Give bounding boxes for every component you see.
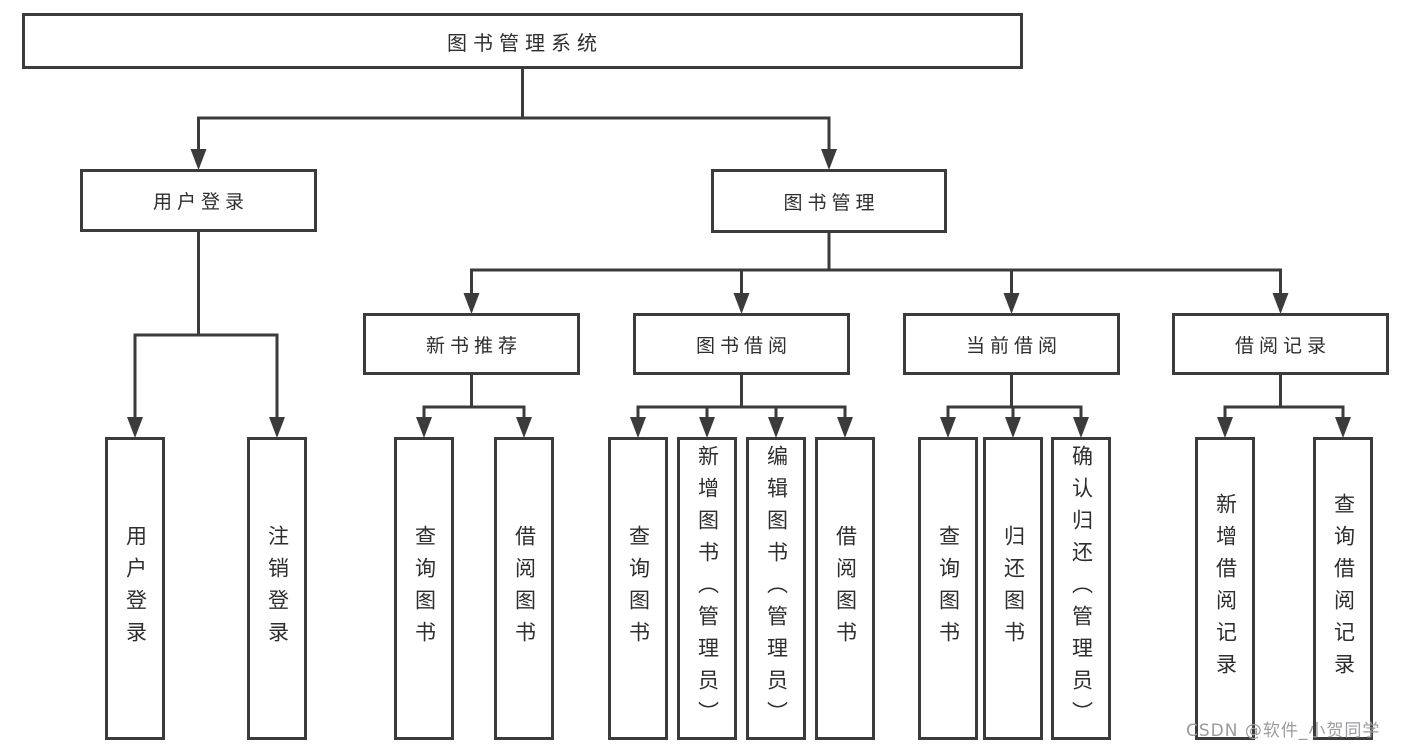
node-br-query-label: 查询借阅记录 — [1331, 492, 1356, 685]
node-root-label: 图书管理系统 — [447, 30, 603, 55]
node-bb-add: 新增图书（管理员） — [677, 437, 737, 740]
node-cb-return: 归还图书 — [983, 437, 1043, 740]
node-nb-borrow-label: 借阅图书 — [512, 524, 537, 653]
node-book-mgmt-label: 图书管理 — [783, 191, 880, 214]
node-new-book-rec: 新书推荐 — [363, 313, 580, 375]
node-book-borrow: 图书借阅 — [633, 313, 850, 375]
node-book-borrow-label: 图书借阅 — [695, 334, 792, 357]
arrowhead-book-borrow — [733, 293, 750, 314]
node-br-add-label: 新增借阅记录 — [1213, 492, 1238, 685]
node-bb-query: 查询图书 — [608, 437, 668, 740]
node-br-query: 查询借阅记录 — [1313, 437, 1373, 740]
node-nb-borrow: 借阅图书 — [494, 437, 554, 740]
node-root: 图书管理系统 — [22, 13, 1023, 69]
node-br-add: 新增借阅记录 — [1195, 437, 1255, 740]
arrowhead-br-add — [1217, 417, 1233, 438]
arrowhead-br-query — [1335, 417, 1351, 438]
arrowhead-cb-query — [940, 417, 956, 438]
node-bb-edit-label: 编辑图书（管理员） — [764, 444, 789, 733]
node-book-mgmt: 图书管理 — [711, 169, 947, 233]
node-borrow-record: 借阅记录 — [1172, 313, 1389, 375]
csdn-watermark: CSDN @软件_小贺同学 — [1186, 721, 1381, 741]
node-user-login-label: 用户登录 — [152, 191, 249, 213]
node-leaf-logout-label: 注销登录 — [265, 524, 290, 653]
arrowhead-current-borrow — [1003, 293, 1020, 314]
node-current-borrow-label: 当前借阅 — [965, 334, 1062, 357]
node-leaf-logout: 注销登录 — [247, 437, 307, 740]
node-bb-query-label: 查询图书 — [626, 524, 651, 653]
node-leaf-user-login: 用户登录 — [105, 437, 165, 740]
arrowhead-new-book-rec — [463, 293, 480, 314]
node-borrow-record-label: 借阅记录 — [1234, 334, 1331, 357]
node-current-borrow: 当前借阅 — [903, 313, 1120, 375]
arrowhead-leaf-user-login — [127, 417, 143, 438]
arrowhead-nb-query — [416, 417, 432, 438]
arrowhead-cb-return — [1005, 417, 1021, 438]
arrowhead-borrow-record — [1272, 293, 1289, 314]
node-cb-confirm-label: 确认归还（管理员） — [1069, 444, 1094, 733]
node-new-book-rec-label: 新书推荐 — [425, 334, 522, 357]
node-bb-borrow: 借阅图书 — [815, 437, 875, 740]
arrowhead-bb-query — [630, 417, 646, 438]
arrowhead-nb-borrow — [516, 417, 532, 438]
arrowhead-user-login — [190, 149, 207, 170]
node-nb-query-label: 查询图书 — [412, 524, 437, 653]
arrowhead-cb-confirm — [1073, 417, 1089, 438]
node-bb-add-label: 新增图书（管理员） — [695, 444, 720, 733]
node-cb-confirm: 确认归还（管理员） — [1051, 437, 1111, 740]
node-nb-query: 查询图书 — [394, 437, 454, 740]
node-bb-edit: 编辑图书（管理员） — [746, 437, 806, 740]
node-leaf-user-login-label: 用户登录 — [123, 524, 148, 653]
node-cb-return-label: 归还图书 — [1001, 524, 1026, 653]
arrowhead-bb-add — [699, 417, 715, 438]
node-bb-borrow-label: 借阅图书 — [833, 524, 858, 653]
node-user-login: 用户登录 — [80, 169, 317, 232]
arrowhead-book-mgmt — [821, 149, 837, 170]
arrowhead-bb-edit — [768, 417, 784, 438]
arrowhead-leaf-logout — [269, 417, 285, 438]
node-cb-query: 查询图书 — [918, 437, 978, 740]
node-cb-query-label: 查询图书 — [936, 524, 961, 653]
arrowhead-bb-borrow — [837, 417, 853, 438]
